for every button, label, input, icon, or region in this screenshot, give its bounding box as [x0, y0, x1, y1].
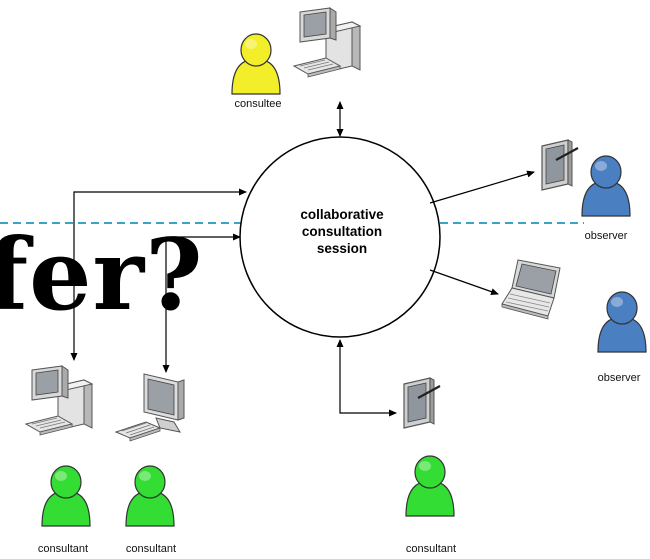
observer-label: observer [584, 230, 628, 242]
consultant-label: consultant [405, 543, 457, 555]
session-label-line-1: collaborative [300, 207, 384, 222]
consultant-person-icon [41, 465, 91, 527]
session-label-line-3: session [316, 241, 368, 256]
connector-observer-top [429, 170, 535, 204]
connector-consultant-left [70, 188, 247, 361]
laptop-icon [501, 259, 561, 320]
monitor-icon [115, 373, 185, 442]
consultant-person-icon [125, 465, 175, 527]
background-heading-fragment: fer? [0, 218, 204, 333]
connector-observer-bottom [429, 269, 499, 295]
observer-person-icon [581, 155, 631, 217]
tablet-icon [540, 138, 580, 192]
consultee-person-icon [231, 33, 281, 95]
observer-person-icon [597, 291, 647, 353]
tablet-icon [402, 376, 442, 430]
consultant-person-icon [405, 455, 455, 517]
connectors [70, 101, 535, 417]
connector-consultant-right [336, 339, 397, 417]
connector-consultant-middle [162, 233, 241, 373]
desktop-computer-icon [25, 365, 93, 436]
session-label: collaborative consultation session [262, 206, 422, 257]
desktop-computer-icon [293, 7, 361, 78]
consultee-label: consultee [234, 98, 282, 110]
consultant-label: consultant [125, 543, 177, 555]
session-label-line-2: consultation [301, 224, 383, 239]
consultant-label: consultant [37, 543, 89, 555]
observer-label: observer [597, 372, 641, 384]
